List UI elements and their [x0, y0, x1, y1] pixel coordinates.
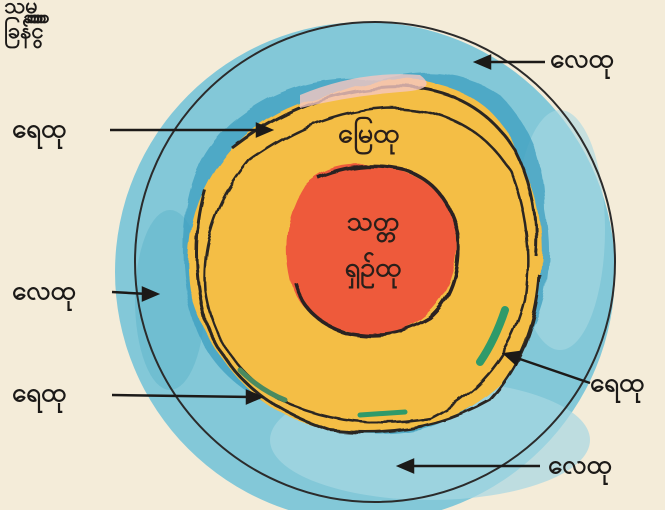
heading-block: သမ္ဘ္ဘ္ဘ္ဘ ခြန်ငွ: [4, 0, 44, 45]
heading-line-2: ခြန်ငွ: [4, 19, 44, 44]
label-water-right-lower: ရေထု: [590, 370, 644, 396]
label-water-left-lower: ရေထု: [12, 380, 66, 406]
label-land: မြေထု: [338, 120, 399, 147]
label-living-line-2: ရှဉ်ထု: [318, 254, 428, 281]
label-atmosphere-bottom-right: လေထု: [548, 452, 612, 478]
water-accent-bottom: [360, 412, 405, 415]
label-living-line-1: သတ္တ: [318, 208, 428, 235]
heading-line-1: သမ္ဘ္ဘ္ဘ္ဘ: [4, 0, 44, 19]
label-atmosphere-top-right: လေထု: [550, 46, 614, 72]
label-water-left-upper: ရေထု: [12, 116, 66, 142]
label-atmosphere-left: လေထု: [12, 278, 76, 304]
living-layer-shape: [286, 164, 456, 334]
